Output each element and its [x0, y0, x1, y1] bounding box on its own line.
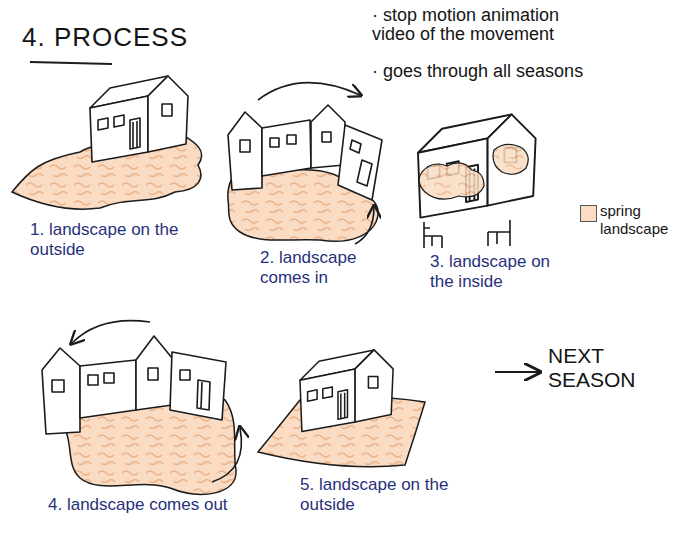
- caption-group: NEXT SEASON: [548, 344, 658, 392]
- step-panel: 4. landscape comes out: [30, 300, 255, 541]
- step-panel: 1. landscape on the outside: [10, 70, 215, 270]
- rotation-arrow: [258, 83, 360, 100]
- house-window: [52, 380, 64, 392]
- landscape-blob: [258, 396, 425, 466]
- step-caption: 4. landscape comes out: [48, 495, 248, 515]
- house-window: [148, 368, 158, 380]
- house-window: [270, 135, 296, 147]
- legend-swatch: [580, 205, 597, 222]
- note-text: · goes through all seasons: [372, 62, 612, 81]
- rotation-arrow: [355, 207, 374, 244]
- unfolded-gable: [42, 348, 80, 434]
- unfolded-gable: [228, 112, 262, 190]
- step-caption: NEXT SEASON: [548, 344, 658, 392]
- unfolded-gable: [311, 105, 345, 168]
- caption-group: 5. landscape on the outside: [300, 475, 450, 515]
- step-panel: 5. landscape on the outside: [255, 330, 495, 535]
- caption-group: 3. landscape on the inside: [430, 252, 570, 292]
- rotation-arrow: [72, 321, 150, 343]
- flow-arrow: [495, 371, 540, 373]
- landscape-blob: [59, 391, 236, 494]
- caption-group: 1. landscape on the outside: [30, 220, 180, 260]
- house-window: [88, 373, 114, 385]
- house-window: [240, 140, 250, 152]
- inside-landscape: [493, 144, 528, 174]
- title: 4. PROCESS: [22, 22, 188, 53]
- step-caption: 5. landscape on the outside: [300, 475, 450, 515]
- house-drawing: [300, 350, 393, 432]
- house-drawing: [90, 76, 188, 162]
- unfolded-gable: [136, 336, 172, 410]
- step-caption: 2. landscape comes in: [260, 248, 390, 288]
- unfolded-wall: [80, 360, 136, 418]
- house-window: [180, 370, 190, 380]
- step-panel: 2. landscape comes in: [215, 80, 390, 295]
- house-door: [197, 380, 210, 410]
- house-drawing: [418, 114, 536, 217]
- legend-text: spring landscape: [600, 202, 676, 238]
- landscape-blob: [12, 130, 202, 209]
- note-text: · stop motion animation video of the mov…: [372, 6, 587, 44]
- rotation-arrow: [212, 428, 241, 482]
- title-underline: [30, 62, 112, 64]
- unfolded-wall: [338, 125, 382, 200]
- house-door: [357, 160, 372, 186]
- caption-group: 2. landscape comes in: [260, 248, 390, 288]
- house-window: [322, 132, 331, 142]
- chair: [488, 220, 510, 246]
- step-panel: NEXT SEASON: [540, 340, 660, 404]
- step-caption: 1. landscape on the outside: [30, 220, 180, 260]
- unfolded-wall: [262, 120, 311, 176]
- unfolded-wall: [170, 352, 226, 420]
- caption-group: 4. landscape comes out: [48, 495, 248, 515]
- chair: [424, 222, 442, 248]
- house-window: [350, 140, 361, 153]
- inside-landscape: [419, 163, 484, 199]
- landscape-blob: [228, 165, 378, 241]
- step-caption: 3. landscape on the inside: [430, 252, 570, 292]
- step-panel: 3. landscape on the inside: [405, 100, 570, 310]
